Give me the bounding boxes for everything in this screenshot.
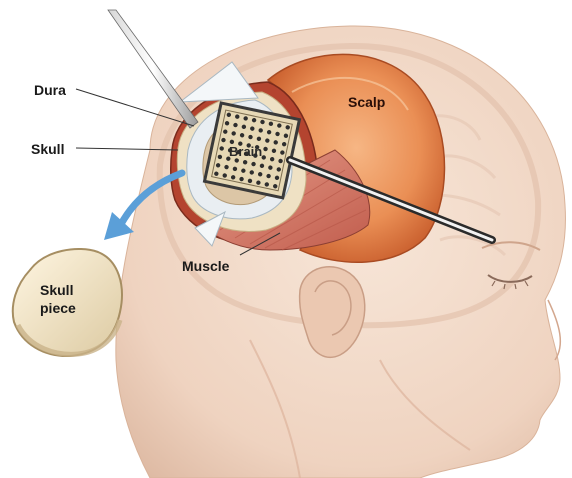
label-scalp: Scalp [348,94,385,110]
label-skull: Skull [31,141,64,157]
label-brain: Brain [229,144,262,159]
retractor-instrument [108,10,198,128]
label-skull-piece-line2: piece [40,300,76,316]
label-muscle: Muscle [182,258,230,274]
label-skull-piece-line1: Skull [40,282,73,298]
label-dura: Dura [34,82,66,98]
